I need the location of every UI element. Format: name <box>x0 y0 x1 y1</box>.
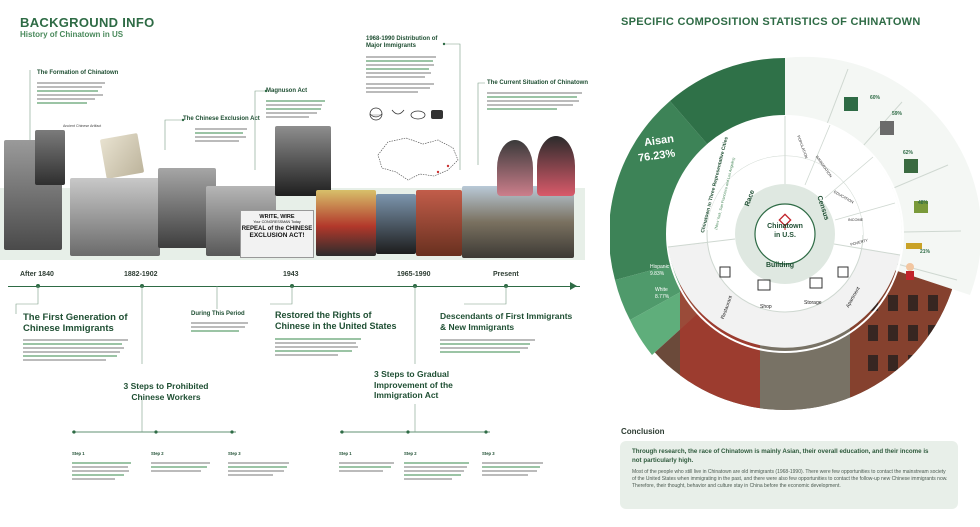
hispanic-value: 9.83% <box>650 271 665 277</box>
white-value: 8.77% <box>655 294 670 300</box>
formation-text-block <box>37 80 109 110</box>
current-text-block <box>487 90 587 112</box>
exclusion-text-block <box>195 126 250 144</box>
exclusion-heading: The Chinese Exclusion Act <box>183 116 260 122</box>
wheel-center-line1: Chinatown <box>767 223 803 230</box>
three-steps-gradual-heading: 3 Steps to Gradual Improvement of the Im… <box>374 369 453 400</box>
building-shop: Shop <box>760 304 772 310</box>
apartment-icon <box>837 266 849 278</box>
formation-heading: The Formation of Chinatown <box>37 70 119 76</box>
white-label: White <box>655 287 668 293</box>
during-period-text <box>191 320 251 334</box>
magnuson-portrait-photo <box>275 126 331 196</box>
right-step-1-text <box>339 460 397 474</box>
modern-chinatown-gate-photo <box>316 190 376 256</box>
timeline-year-1882: 1882-1902 <box>124 271 158 278</box>
artifact-label: Ancient Chinese Artifact <box>63 124 102 128</box>
child-figure-icon <box>906 263 914 280</box>
immigration-icon <box>880 121 894 135</box>
wheel-center <box>754 203 816 265</box>
artifact-document-photo <box>99 133 145 179</box>
left-step-2-text <box>151 460 213 474</box>
storage-icon <box>809 277 823 289</box>
three-steps-prohibited-heading: 3 Steps to Prohibited Chinese Workers <box>123 381 209 402</box>
distribution-text-block <box>366 54 440 95</box>
conclusion-body-text: Most of the people who still live in Chi… <box>632 469 948 489</box>
connector-lines <box>29 42 485 170</box>
timeline-year-1943: 1943 <box>283 271 299 278</box>
poster-line4: EXCLUSION ACT! <box>249 232 305 239</box>
left-step-2: Step 2 <box>151 451 164 456</box>
right-step-2: Step 2 <box>404 451 417 456</box>
china-map-icon <box>377 137 459 181</box>
statistics-title: SPECIFIC COMPOSITION STATISTICS OF CHINA… <box>621 16 921 28</box>
wheel-center-label: Chinatown in U.S. <box>755 222 815 240</box>
street-photo-red <box>416 190 462 256</box>
event-during-period: During This Period <box>191 311 245 317</box>
conclusion-box: Through research, the race of Chinatown … <box>620 441 958 509</box>
woman-masked-photo-2 <box>537 136 575 196</box>
income-icon <box>914 201 928 213</box>
first-generation-text <box>23 337 133 363</box>
left-step-3-text <box>228 460 292 478</box>
magnuson-heading: Magnuson Act <box>266 88 308 94</box>
restored-rights-text <box>275 336 365 358</box>
modern-chinatown-street-photo <box>462 186 574 258</box>
composition-wheel <box>610 56 980 410</box>
magnuson-text-block <box>266 98 328 120</box>
page-subtitle: History of Chinatown in US <box>20 30 124 39</box>
left-step-3: Step 3 <box>228 451 241 456</box>
right-step-2-text <box>404 460 472 482</box>
current-heading: The Current Situation of Chinatown <box>487 80 588 86</box>
building-storage: Storage <box>804 300 822 306</box>
food-icons <box>369 107 443 121</box>
distribution-heading: 1968-1990 Distribution of Major Immigran… <box>366 36 438 49</box>
repeal-poster: WRITE, WIRE Your CONGRESSMAN Today REPEA… <box>240 210 314 258</box>
wheel-center-line2: in U.S. <box>774 232 796 239</box>
building-label: Building <box>766 262 794 269</box>
census-value-population: 60% <box>870 95 881 101</box>
restaurant-icon <box>719 266 731 278</box>
right-step-3-text <box>482 460 546 478</box>
poster-line3: REPEAL of the CHINESE <box>241 226 313 232</box>
descendants-text <box>440 337 540 355</box>
timeline-axis <box>8 286 580 287</box>
building-icons <box>719 266 849 291</box>
historic-photo-men <box>35 130 65 185</box>
census-value-education: 62% <box>903 150 914 156</box>
census-value-poverty: 21% <box>920 249 931 255</box>
timeline-arrow-icon <box>570 282 577 290</box>
census-value-income: 48% <box>918 200 929 206</box>
group-photo <box>376 194 416 254</box>
timeline-year-present: Present <box>493 271 519 278</box>
timeline-connectors <box>15 286 507 434</box>
poster-line1: WRITE, WIRE <box>259 214 295 220</box>
event-first-generation: The First Generation of Chinese Immigran… <box>23 312 128 334</box>
education-icon <box>904 159 918 173</box>
right-step-1: Step 1 <box>339 451 352 456</box>
hispanic-label: Hispanic <box>650 264 670 270</box>
poverty-icon <box>906 243 922 249</box>
population-icon <box>844 97 858 111</box>
shop-icon <box>757 279 771 291</box>
woman-masked-photo-1 <box>497 140 533 196</box>
left-step-1: Step 1 <box>72 451 85 456</box>
census-value-immigration: 59% <box>892 111 903 117</box>
left-step-1-text <box>72 460 134 482</box>
census-income: INCOME <box>848 218 864 222</box>
historic-chinatown-street-photo <box>70 178 160 256</box>
right-step-3: Step 3 <box>482 451 495 456</box>
poster-line2: Your CONGRESSMAN Today <box>253 220 301 224</box>
chinese-knot-icon <box>778 213 792 230</box>
event-descendants: Descendants of First Immigrants & New Im… <box>440 311 573 332</box>
page-title: BACKGROUND INFO <box>20 15 155 30</box>
conclusion-bold-text: Through research, the race of Chinatown … <box>632 448 929 464</box>
timeline-year-1840: After 1840 <box>20 271 54 278</box>
timeline-year-1965: 1965-1990 <box>397 271 431 278</box>
conclusion-heading: Conclusion <box>621 427 665 436</box>
event-restored-rights: Restored the Rights of Chinese in the Un… <box>275 310 397 331</box>
census-icons <box>844 97 928 249</box>
